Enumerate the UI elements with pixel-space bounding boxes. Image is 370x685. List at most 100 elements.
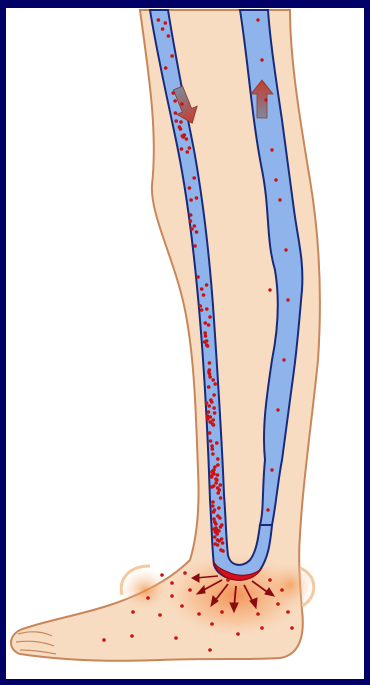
blood-cell-dot bbox=[260, 58, 263, 61]
blood-cell-dot bbox=[270, 468, 273, 471]
blood-cell-dot bbox=[217, 506, 221, 510]
blood-cell-dot bbox=[212, 393, 216, 397]
blood-cell-dot bbox=[102, 638, 106, 642]
blood-cell-dot bbox=[189, 213, 193, 217]
blood-cell-dot bbox=[221, 541, 225, 545]
blood-cell-dot bbox=[189, 219, 193, 223]
blood-cell-dot bbox=[202, 293, 206, 297]
blood-cell-dot bbox=[206, 344, 210, 348]
blood-cell-dot bbox=[193, 244, 197, 248]
blood-cell-dot bbox=[216, 457, 220, 461]
blood-cell-dot bbox=[270, 148, 273, 151]
blood-cell-dot bbox=[212, 423, 216, 427]
blood-cell-dot bbox=[216, 543, 220, 547]
blood-cell-dot bbox=[182, 135, 186, 139]
blood-cell-dot bbox=[208, 361, 212, 365]
blood-cell-dot bbox=[290, 626, 294, 630]
blood-cell-dot bbox=[213, 535, 217, 539]
blood-cell-dot bbox=[208, 372, 212, 376]
blood-cell-dot bbox=[215, 532, 219, 536]
blood-cell-dot bbox=[212, 510, 216, 514]
blood-cell-dot bbox=[276, 602, 280, 606]
blood-cell-dot bbox=[205, 283, 209, 287]
blood-cell-dot bbox=[164, 21, 168, 25]
blood-cell-dot bbox=[207, 385, 211, 389]
blood-cell-dot bbox=[204, 334, 208, 338]
blood-cell-dot bbox=[221, 549, 225, 553]
blood-cell-dot bbox=[219, 525, 223, 529]
blood-cell-dot bbox=[219, 496, 223, 500]
blood-cell-dot bbox=[276, 408, 279, 411]
blood-cell-dot bbox=[260, 626, 264, 630]
blood-cell-dot bbox=[284, 248, 287, 251]
blood-cell-dot bbox=[174, 636, 178, 640]
blood-cell-dot bbox=[216, 473, 220, 477]
blood-cell-dot bbox=[214, 522, 218, 526]
blood-cell-dot bbox=[200, 287, 204, 291]
blood-cell-dot bbox=[211, 504, 215, 508]
blood-cell-dot bbox=[197, 612, 201, 616]
blood-cell-dot bbox=[180, 102, 184, 106]
blood-cell-dot bbox=[214, 481, 218, 485]
blood-cell-dot bbox=[216, 491, 220, 495]
blood-cell-dot bbox=[211, 452, 215, 456]
blood-cell-dot bbox=[278, 198, 281, 201]
blood-cell-dot bbox=[203, 340, 207, 344]
blood-cell-dot bbox=[200, 308, 204, 312]
blood-cell-dot bbox=[213, 411, 217, 415]
blood-cell-dot bbox=[186, 150, 190, 154]
blood-cell-dot bbox=[170, 581, 174, 585]
blood-cell-dot bbox=[211, 378, 215, 382]
blood-cell-dot bbox=[268, 578, 272, 582]
blood-cell-dot bbox=[207, 410, 211, 414]
blood-cell-dot bbox=[217, 539, 221, 543]
blood-cell-dot bbox=[170, 54, 174, 58]
blood-cell-dot bbox=[207, 404, 211, 408]
blood-cell-dot bbox=[174, 119, 178, 123]
blood-cell-dot bbox=[207, 323, 211, 327]
blood-cell-dot bbox=[210, 475, 214, 479]
blood-cell-dot bbox=[180, 604, 184, 608]
blood-cell-dot bbox=[179, 120, 183, 124]
blood-cell-dot bbox=[209, 439, 213, 443]
blood-cell-dot bbox=[161, 27, 165, 31]
blood-cell-dot bbox=[216, 463, 220, 467]
blood-cell-dot bbox=[256, 18, 259, 21]
blood-cell-dot bbox=[171, 91, 175, 95]
blood-cell-dot bbox=[205, 401, 209, 405]
blood-cell-dot bbox=[211, 418, 215, 422]
blood-cell-dot bbox=[210, 485, 214, 489]
blood-cell-dot bbox=[188, 146, 192, 150]
blood-cell-dot bbox=[179, 127, 183, 131]
blood-cell-dot bbox=[236, 632, 240, 636]
blood-cell-dot bbox=[204, 321, 208, 325]
blood-cell-dot bbox=[183, 571, 187, 575]
blood-cell-dot bbox=[199, 304, 203, 308]
blood-cell-dot bbox=[226, 578, 230, 582]
blood-cell-dot bbox=[188, 588, 192, 592]
blood-cell-dot bbox=[280, 588, 284, 592]
blood-cell-dot bbox=[210, 622, 214, 626]
blood-cell-dot bbox=[212, 406, 216, 410]
blood-cell-dot bbox=[274, 178, 277, 181]
blood-cell-dot bbox=[256, 612, 260, 616]
blood-cell-dot bbox=[286, 298, 289, 301]
blood-cell-dot bbox=[211, 447, 215, 451]
blood-cell-dot bbox=[192, 176, 196, 180]
blood-cell-dot bbox=[218, 516, 222, 520]
blood-cell-dot bbox=[282, 358, 285, 361]
blood-cell-dot bbox=[219, 483, 223, 487]
blood-cell-dot bbox=[206, 417, 210, 421]
blood-cell-dot bbox=[286, 610, 290, 614]
blood-cell-dot bbox=[131, 610, 135, 614]
blood-cell-dot bbox=[189, 198, 193, 202]
blood-cell-dot bbox=[195, 230, 199, 234]
blood-cell-dot bbox=[160, 573, 164, 577]
blood-cell-dot bbox=[211, 500, 215, 504]
blood-cell-dot bbox=[215, 441, 219, 445]
blood-cell-dot bbox=[266, 508, 269, 511]
blood-cell-dot bbox=[190, 227, 194, 231]
blood-cell-dot bbox=[210, 400, 214, 404]
blood-cell-dot bbox=[188, 186, 192, 190]
